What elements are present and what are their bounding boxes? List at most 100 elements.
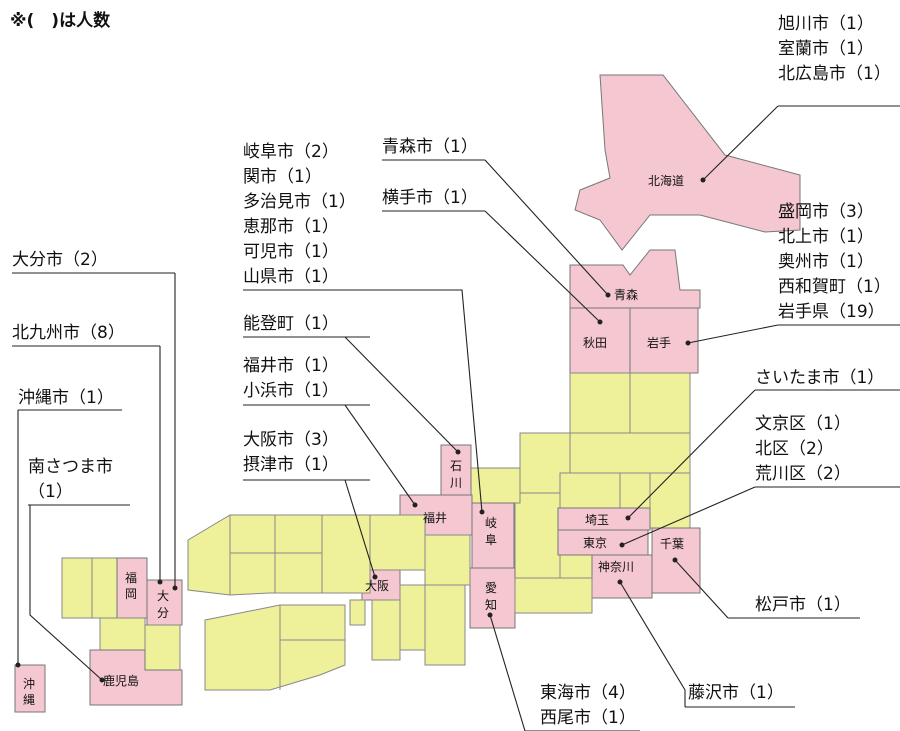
leader-tokyo [621,486,756,546]
pref-label-aomori: 青森 [614,287,638,302]
region-kumamoto[interactable] [99,617,146,651]
label-line: 可児市（1） [243,242,339,262]
label-line: 藤沢市（1） [688,683,784,703]
region-kagoshima[interactable] [89,649,183,706]
region-kanagawa[interactable] [591,554,653,599]
label-osaka: 大阪市（3） 摂津市（1） [243,428,339,478]
pref-label-fukuoka-2: 岡 [125,587,137,601]
leader-chiba [674,559,729,619]
pref-label-oita-1: 大 [157,589,169,603]
label-line: さいたま市（1） [755,368,885,388]
label-aomori: 青森市（1） [382,135,478,160]
label-line: 福井市（1） [243,356,339,376]
label-oita: 大分市（2） [12,248,108,273]
region-tokyo[interactable] [557,529,649,556]
pref-label-saitama: 埼玉 [585,513,609,527]
label-line: 山県市（1） [243,267,339,287]
label-line: 西和賀町（1） [778,277,891,297]
region-yamagata[interactable] [569,372,631,434]
label-line: 北広島市（1） [778,64,891,84]
region-akita[interactable] [569,307,631,374]
label-line: 南さつま市 [28,457,113,477]
region-miyazaki[interactable] [144,624,181,671]
region-wakayama[interactable] [371,599,401,661]
label-chiba: 松戸市（1） [755,593,851,618]
label-line: 西尾市（1） [540,708,636,728]
label-fukui: 福井市（1） 小浜市（1） [243,354,339,404]
region-oita[interactable] [146,579,183,626]
region-kyoto[interactable] [369,514,426,571]
region-shiga[interactable] [424,534,471,586]
region-ibaraki[interactable] [649,472,691,529]
pref-label-oita-2: 分 [157,606,169,620]
leader-aichi [489,614,526,731]
label-line: 岐阜市（2） [243,142,339,162]
label-kagoshima: 南さつま市 （1） [28,455,113,505]
label-line: 大阪市（3） [243,430,339,450]
label-gifu: 岐阜市（2） 関市（1） 多治見市（1） 恵那市（1） 可児市（1） 山県市（1… [243,140,356,290]
pref-label-hokkaido: 北海道 [648,173,684,188]
label-line: 沖縄市（1） [18,388,114,408]
region-okinawa[interactable] [14,664,46,713]
pref-label-akita: 秋田 [583,336,607,350]
region-aichi[interactable] [469,567,516,629]
label-line: 盛岡市（3） [778,202,874,222]
label-line: 北九州市（8） [12,323,125,343]
pref-label-fukui: 福井 [423,510,447,525]
region-chugoku[interactable] [187,514,323,596]
leader-kagoshima [29,505,103,681]
label-okinawa: 沖縄市（1） [18,386,114,411]
region-toyama[interactable] [469,467,521,504]
label-line: 能登町（1） [243,314,339,334]
region-nara[interactable] [399,584,426,651]
leader-osaka [243,479,376,578]
label-line: 東海市（4） [540,683,636,703]
leader-fukui [243,404,416,506]
pref-label-tokyo: 東京 [583,536,607,550]
region-tochigi[interactable] [619,472,651,509]
leader-akita [484,210,601,323]
pref-label-gifu-1: 岐 [485,516,497,530]
label-line: 横手市（1） [382,188,478,208]
pref-label-kagoshima: 鹿児島 [103,673,139,688]
region-shizuoka[interactable] [514,577,593,614]
pref-label-kanagawa: 神奈川 [598,560,634,574]
label-line: 恵那市（1） [243,217,339,237]
pref-label-aichi-2: 知 [485,598,497,612]
label-line: 摂津市（1） [243,455,339,475]
leader-hokkaido [702,105,779,181]
region-miyagi[interactable] [629,372,691,434]
label-line: 岩手県（19） [778,302,885,322]
pref-label-chiba: 千葉 [660,537,684,551]
region-nagano[interactable] [514,492,561,579]
label-fukuoka: 北九州市（8） [12,321,125,346]
region-hokkaido[interactable] [574,74,801,251]
label-line: 松戸市（1） [755,595,851,615]
label-kanagawa: 藤沢市（1） [688,681,784,706]
label-hokkaido: 旭川市（1） 室蘭市（1） 北広島市（1） [778,12,891,87]
label-line: 多治見市（1） [243,192,356,212]
label-akita: 横手市（1） [382,186,478,211]
leader-kanagawa [619,581,686,707]
region-awaji[interactable] [349,599,366,626]
pref-label-okinawa-2: 縄 [23,692,35,707]
label-iwate: 盛岡市（3） 北上市（1） 奥州市（1） 西和賀町（1） 岩手県（19） [778,200,891,325]
pref-label-gifu-2: 阜 [485,533,497,547]
leader-ishikawa [243,336,459,453]
pref-label-aichi-1: 愛 [485,581,497,595]
label-ishikawa: 能登町（1） [243,312,339,337]
region-shikoku[interactable] [204,604,346,691]
pref-label-okinawa-1: 沖 [23,677,35,691]
pref-label-fukuoka-1: 福 [125,570,137,585]
region-gunma[interactable] [559,472,621,509]
region-saga[interactable] [61,557,93,619]
region-fukushima[interactable] [569,432,691,474]
label-aichi: 東海市（4） 西尾市（1） [540,681,636,731]
region-hyogo[interactable] [321,514,371,594]
region-yamanashi[interactable] [559,554,593,579]
region-nagasaki[interactable] [91,557,118,619]
region-mie[interactable] [424,584,466,666]
label-tokyo: 文京区（1） 北区（2） 荒川区（2） [755,412,851,487]
note-headcount: ※( )は人数 [10,11,111,31]
